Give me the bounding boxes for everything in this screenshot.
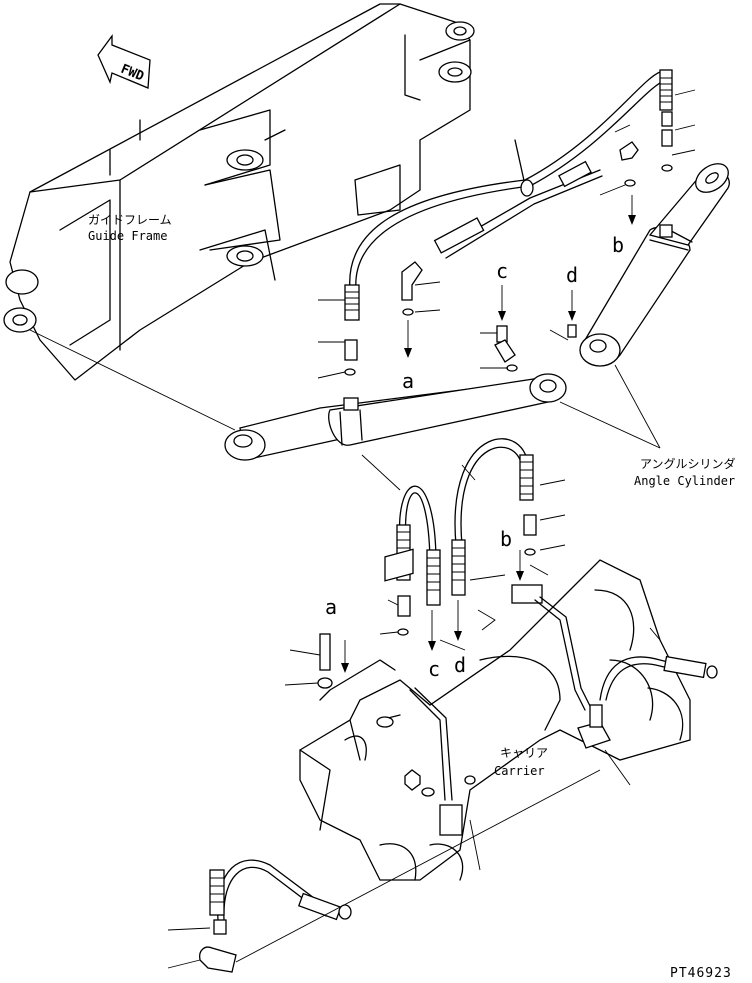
lower-hoses [396,438,534,606]
callout-c-top: c [496,259,508,283]
drawing-code: PT46923 [670,966,732,981]
guide-frame-label-en: Guide Frame [88,229,167,243]
upper-arrows [404,195,636,358]
callout-b-top: b [612,233,624,257]
upper-leaders [317,89,696,379]
lower-arrows [341,550,524,673]
lower-leaders [167,454,661,969]
leader-angle-right [614,364,661,449]
callout-b-bottom: b [500,527,512,551]
callout-c-bottom: c [428,657,440,681]
lower-tubes [384,548,718,836]
carrier-label-en: Carrier [494,764,545,778]
right-angle-cylinder [579,163,730,367]
upper-hoses [344,69,673,321]
upper-fittings [344,129,673,376]
fwd-arrow-icon: FWD [97,34,151,89]
angle-cylinder-label-jp: アングルシリンダ [640,456,736,471]
guide-frame [3,3,475,431]
left-angle-cylinder [224,373,567,461]
carrier-label-jp: キャリア [500,746,548,760]
leader-angle-left [559,401,661,449]
carrier [299,559,691,881]
lower-fittings [317,514,537,689]
callout-d-top: d [566,263,578,287]
callout-d-bottom: d [454,653,466,677]
callout-a-top: a [402,369,414,393]
callout-a-bottom: a [325,595,337,619]
guide-frame-label-jp: ガイドフレーム [88,213,172,227]
angle-cylinder-label-en: Angle Cylinder [634,474,735,488]
bottom-hose [199,769,601,973]
